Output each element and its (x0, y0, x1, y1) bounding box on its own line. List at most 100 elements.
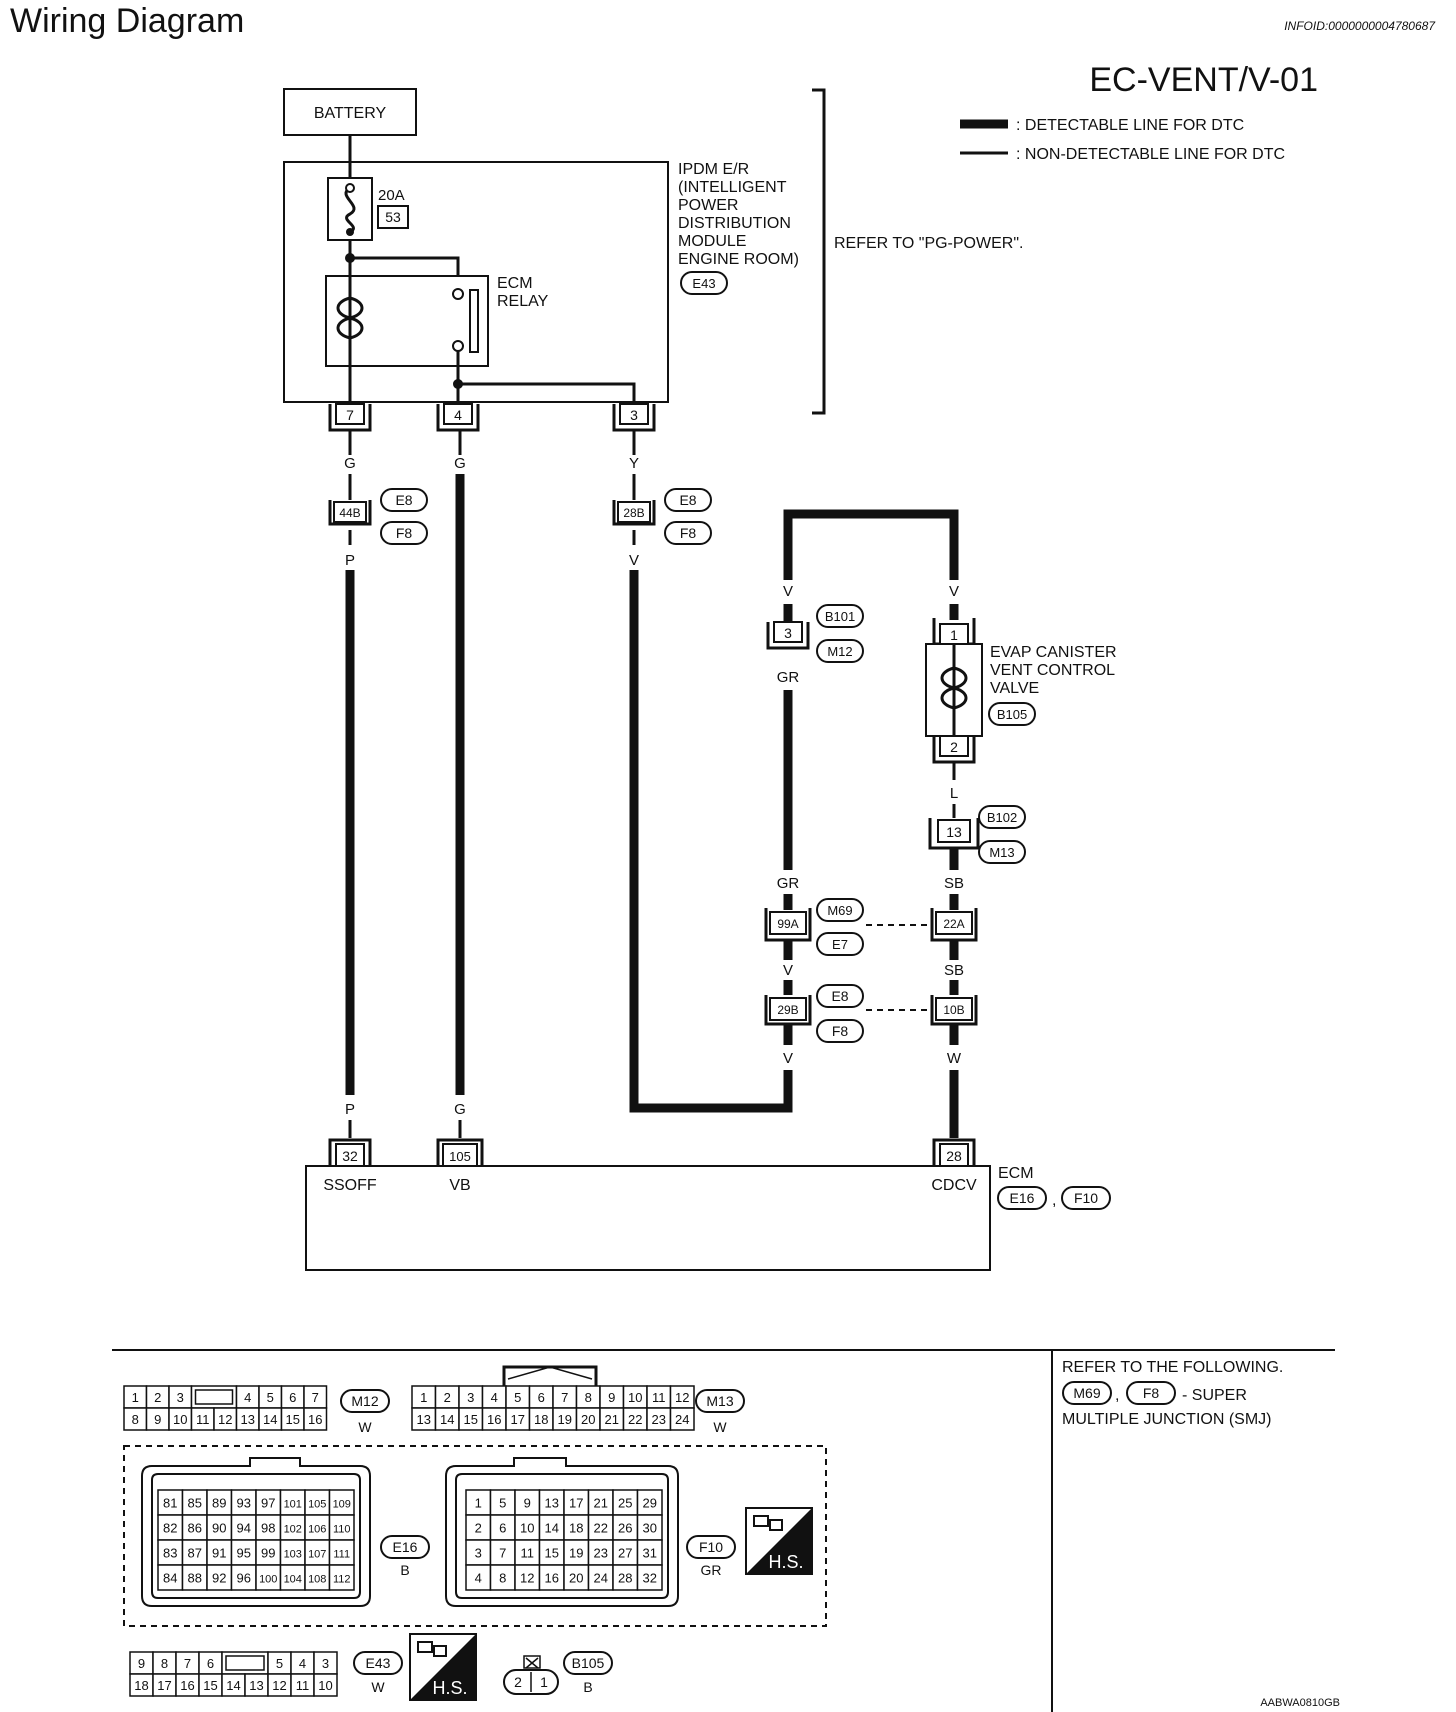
m13-pin-13-label: 13 (417, 1412, 431, 1427)
f10-pin-23-label: 23 (594, 1546, 608, 1561)
e43-pin-6-label: 6 (207, 1656, 214, 1671)
relay-coil (336, 296, 364, 340)
wire-v-loop (629, 570, 793, 1113)
ecm-relay-label: ECM RELAY (497, 275, 549, 310)
svg-text:1: 1 (540, 1674, 548, 1690)
ipdm-connector-oval (680, 271, 728, 295)
f10-pin-20-label: 20 (569, 1571, 583, 1586)
m12-pin-5-label: 5 (267, 1390, 274, 1405)
e43-pin-5-label: 5 (276, 1656, 283, 1671)
e16-pin-95-label: 95 (237, 1546, 251, 1561)
wire-color-v-left: V (783, 583, 793, 600)
ecm-pin-32: 32 (328, 1138, 372, 1167)
e8-oval-right (664, 488, 712, 512)
m13-pin-17-label: 17 (511, 1412, 525, 1427)
f10-pin-4-cell (465, 1564, 492, 1591)
fuse-amp-label: 20A (378, 187, 405, 204)
f10-pin-30-cell (636, 1514, 663, 1541)
m13-pin-21-label: 21 (605, 1412, 619, 1427)
m13-pin-24-label: 24 (675, 1412, 689, 1427)
e43-pin-11-label: 11 (296, 1678, 310, 1693)
e8-oval-left (380, 488, 428, 512)
svg-text:3: 3 (630, 407, 638, 423)
f10-pin-16-label: 16 (545, 1571, 559, 1586)
m13-pin-12-label: 12 (675, 1390, 689, 1405)
ipdm-connector-label: E43 (692, 276, 715, 291)
cv-f10-label: F10 (699, 1539, 723, 1555)
document-id: EC-VENT/V-01 (1089, 61, 1318, 99)
e43-pin-12-label: 12 (272, 1678, 286, 1693)
m13-pin-19-label: 19 (558, 1412, 572, 1427)
ecm-f10-label: F10 (1074, 1190, 1098, 1206)
fuse-terminal-bottom (346, 228, 354, 236)
e16-pin-92-cell (206, 1564, 233, 1591)
svg-text:4: 4 (454, 407, 462, 423)
cv-m12-label: M12 (351, 1393, 378, 1409)
m13-pin-22-label: 22 (628, 1412, 642, 1427)
cv-m13-label: M13 (706, 1393, 733, 1409)
evap-valve-label: EVAP CANISTER VENT CONTROL VALVE (990, 644, 1117, 697)
ipdm-pin-4: 4 (436, 403, 480, 432)
f10-pin-29-cell (636, 1489, 663, 1516)
relay-contact-bottom (452, 340, 464, 352)
wire-color-pin3: Y (629, 455, 639, 472)
m12-pin-15-label: 15 (286, 1412, 300, 1427)
f8-label-lower: F8 (832, 1023, 849, 1039)
f10-pin-31-cell (636, 1539, 663, 1566)
f8-oval-lower (816, 1019, 864, 1043)
m13-pin-24-cell (669, 1407, 695, 1431)
cv-m13-oval (695, 1389, 745, 1413)
e16-pin-93-label: 93 (237, 1496, 251, 1511)
f10-pin-7-cell (489, 1539, 516, 1566)
m12-pin-11-label: 11 (196, 1412, 210, 1427)
e16-pin-108-cell (304, 1564, 331, 1591)
wire-color-l: L (950, 785, 958, 802)
wire-color-w: W (947, 1050, 962, 1067)
f8-label-right: F8 (680, 525, 697, 541)
f10-pin-28-label: 28 (618, 1571, 632, 1586)
e43-pin-18-label: 18 (134, 1678, 148, 1693)
svg-text:3: 3 (784, 625, 792, 641)
wire-color-gr2: GR (777, 875, 800, 892)
f10-pin-14-label: 14 (545, 1521, 559, 1536)
junction-10b: 10B (930, 995, 978, 1026)
e16-pin-94-label: 94 (237, 1521, 251, 1536)
cv-m13-color: W (713, 1419, 727, 1435)
m12-pin-blank-blank (194, 1389, 234, 1405)
e16-pin-99-label: 99 (261, 1546, 275, 1561)
b102-oval (978, 805, 1026, 829)
svg-text:DISTRIBUTION: DISTRIBUTION (678, 215, 791, 232)
battery-label: BATTERY (314, 105, 387, 122)
f10-pin-29-label: 29 (643, 1496, 657, 1511)
svg-text:28B: 28B (623, 506, 644, 520)
e16-pin-88-label: 88 (188, 1571, 202, 1586)
f10-pin-13-label: 13 (545, 1496, 559, 1511)
f10-pin-25-label: 25 (618, 1496, 632, 1511)
f10-pin-25-cell (612, 1489, 639, 1516)
e43-pin-16-label: 16 (180, 1678, 194, 1693)
f10-pin-19-cell (563, 1539, 590, 1566)
f10-pin-6-cell (489, 1514, 516, 1541)
m12-pin-13-label: 13 (241, 1412, 255, 1427)
m12-pin-6-label: 6 (289, 1390, 296, 1405)
e8-label-left: E8 (395, 492, 412, 508)
ipdm-pin-3: 3 (612, 403, 656, 432)
f8-oval-left (380, 521, 428, 545)
b101-label: B101 (825, 609, 855, 624)
e16-pin-83-label: 83 (163, 1546, 177, 1561)
m13-oval (978, 840, 1026, 864)
svg-text:22A: 22A (943, 917, 964, 931)
e16-pin-97-label: 97 (261, 1496, 275, 1511)
e43-pin-3-label: 3 (322, 1656, 329, 1671)
f10-pin-8-cell (489, 1564, 516, 1591)
refer-m69-label: M69 (1073, 1385, 1100, 1401)
junction-13: 13 (928, 818, 980, 850)
m12-oval (816, 639, 864, 663)
e8-label-right: E8 (679, 492, 696, 508)
f10-pin-32-label: 32 (643, 1571, 657, 1586)
m13-pin-23-label: 23 (652, 1412, 666, 1427)
harness-side-icon: H.S. (745, 1507, 813, 1575)
ipdm-refer-text: REFER TO "PG-POWER". (834, 235, 1023, 252)
